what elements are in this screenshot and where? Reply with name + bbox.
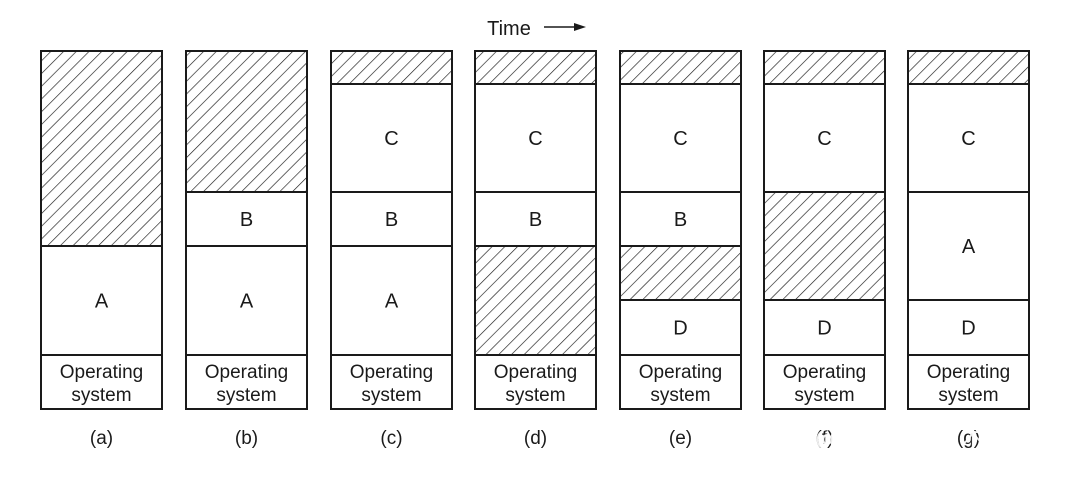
column-border bbox=[619, 50, 742, 410]
process-label: A bbox=[95, 291, 109, 313]
process-label: B bbox=[385, 209, 398, 231]
process-label: A bbox=[240, 291, 254, 313]
operating-system-region bbox=[908, 355, 1029, 409]
operating-system-region bbox=[41, 355, 162, 409]
column-border bbox=[907, 50, 1030, 410]
free-hole-region bbox=[620, 51, 741, 84]
operating-system-region bbox=[186, 355, 307, 409]
process-label: C bbox=[528, 128, 542, 150]
snapshot-caption: (a) bbox=[90, 428, 113, 449]
operating-system-region bbox=[475, 355, 596, 409]
column-border bbox=[185, 50, 308, 410]
watermark: 知乎 @cpp后端技术 bbox=[757, 423, 985, 452]
process-region-c bbox=[331, 84, 452, 192]
process-region-d bbox=[908, 300, 1029, 355]
process-label: D bbox=[673, 318, 687, 340]
free-hole-region bbox=[908, 51, 1029, 84]
column-border bbox=[474, 50, 597, 410]
free-hole-region bbox=[764, 192, 885, 300]
free-hole-region bbox=[475, 246, 596, 355]
right-arrow-icon bbox=[544, 23, 586, 31]
column-border bbox=[40, 50, 163, 410]
column-border bbox=[763, 50, 886, 410]
process-region-b bbox=[186, 192, 307, 246]
process-region-b bbox=[331, 192, 452, 246]
free-hole-region bbox=[475, 51, 596, 84]
process-region-c bbox=[475, 84, 596, 192]
free-hole-region bbox=[764, 51, 885, 84]
process-region-c bbox=[908, 84, 1029, 192]
free-hole-region bbox=[186, 51, 307, 192]
process-region-a bbox=[186, 246, 307, 355]
snapshot-caption: (b) bbox=[235, 428, 258, 449]
process-region-c bbox=[620, 84, 741, 192]
time-header: Time bbox=[487, 18, 586, 40]
process-region-a bbox=[331, 246, 452, 355]
process-region-b bbox=[475, 192, 596, 246]
operating-system-region bbox=[620, 355, 741, 409]
operating-system-region bbox=[331, 355, 452, 409]
watermark-text: 知乎 @cpp后端技术 bbox=[757, 423, 985, 452]
process-label: B bbox=[674, 209, 687, 231]
snapshot-caption: (g) bbox=[957, 428, 980, 449]
time-label: Time bbox=[487, 18, 531, 40]
snapshot-caption: (c) bbox=[380, 428, 402, 449]
process-region-a bbox=[41, 246, 162, 355]
process-label: A bbox=[962, 236, 976, 258]
process-label: C bbox=[384, 128, 398, 150]
operating-system-region bbox=[764, 355, 885, 409]
free-hole-region bbox=[331, 51, 452, 84]
process-label: C bbox=[817, 128, 831, 150]
snapshot-caption: (f) bbox=[816, 428, 834, 449]
process-region-d bbox=[764, 300, 885, 355]
free-hole-region bbox=[620, 246, 741, 300]
process-label: D bbox=[817, 318, 831, 340]
snapshot-caption: (d) bbox=[524, 428, 547, 449]
process-label: A bbox=[385, 291, 399, 313]
process-label: C bbox=[673, 128, 687, 150]
process-region-a bbox=[908, 192, 1029, 300]
process-label: C bbox=[961, 128, 975, 150]
snapshot-caption: (e) bbox=[669, 428, 692, 449]
process-region-c bbox=[764, 84, 885, 192]
process-label: B bbox=[240, 209, 253, 231]
process-label: B bbox=[529, 209, 542, 231]
process-region-b bbox=[620, 192, 741, 246]
free-hole-region bbox=[41, 51, 162, 246]
column-border bbox=[330, 50, 453, 410]
process-region-d bbox=[620, 300, 741, 355]
process-label: D bbox=[961, 318, 975, 340]
